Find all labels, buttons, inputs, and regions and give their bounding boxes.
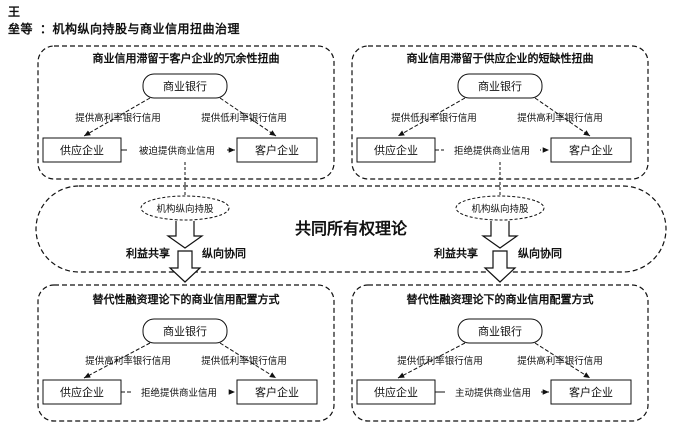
panel-bottom-left-bank-to-customer-arrow bbox=[219, 342, 277, 379]
panel-top-right-bank-to-customer-arrow bbox=[534, 97, 591, 137]
panel-bottom-right-customer-node bbox=[550, 379, 632, 405]
panel-bottom-right-supplier-node bbox=[356, 379, 436, 405]
right-down-arrow bbox=[483, 250, 517, 283]
panel-top-left-edge-label-bg bbox=[127, 143, 227, 157]
panel-bottom-left-customer-node bbox=[236, 379, 318, 405]
panel-top-left-supplier-node bbox=[42, 137, 122, 163]
panel-bottom-right-title: 替代性融资理论下的商业信用配置方式 bbox=[407, 292, 594, 306]
panel-bottom-left-supplier-to-customer-label: 拒绝提供商业信用 bbox=[141, 387, 217, 399]
right-flow: 机构纵向持股 利益共享 纵向协同 bbox=[434, 162, 562, 283]
panel-bottom-left-customer-label: 客户企业 bbox=[255, 385, 299, 399]
panel-top-left-customer-label: 客户企业 bbox=[255, 143, 299, 157]
panel-bottom-right: 替代性融资理论下的商业信用配置方式 商业银行 供应企业 客户企业 提供低利率银行… bbox=[351, 284, 649, 422]
panel-top-left-bank-to-customer-label: 提供低利率银行信用 bbox=[201, 112, 287, 124]
header-author: 王 垒等 bbox=[8, 5, 34, 36]
panel-bottom-right-bank-label: 商业银行 bbox=[478, 324, 522, 338]
page-header: 王 垒等 ：机构纵向持股与商业信用扭曲治理 bbox=[8, 3, 240, 37]
panel-top-left: 商业信用滞留于客户企业的冗余性扭曲 商业银行 供应企业 客户企业 提供高利率银行… bbox=[37, 45, 335, 180]
left-oval-node bbox=[140, 195, 230, 221]
panel-bottom-left-bank-node bbox=[142, 318, 228, 344]
panel-bottom-left-title: 替代性融资理论下的商业信用配置方式 bbox=[93, 292, 280, 306]
panel-top-left-bank-label: 商业银行 bbox=[163, 79, 207, 93]
center-theory-frame bbox=[35, 185, 667, 273]
panel-bottom-right-bank-to-supplier-arrow bbox=[397, 342, 466, 379]
panel-top-right-bank-node bbox=[457, 73, 543, 99]
panel-top-left-frame bbox=[37, 45, 335, 180]
panel-bottom-right-bank-node bbox=[457, 318, 543, 344]
panel-top-left-title: 商业信用滞留于客户企业的冗余性扭曲 bbox=[93, 51, 280, 65]
header-title: ：机构纵向持股与商业信用扭曲治理 bbox=[40, 22, 241, 36]
right-funnel-shape bbox=[481, 221, 519, 249]
panel-top-right-bank-to-supplier-arrow bbox=[397, 97, 466, 137]
panel-top-left-bank-to-customer-arrow bbox=[219, 97, 277, 137]
panel-top-left-bank-to-supplier-arrow bbox=[83, 97, 151, 137]
center-theory-band: 共同所有权理论 bbox=[35, 185, 667, 273]
right-oval-label: 机构纵向持股 bbox=[471, 203, 529, 215]
panel-bottom-left-frame bbox=[37, 284, 335, 422]
panel-bottom-right-bank-to-supplier-label: 提供低利率银行信用 bbox=[397, 355, 483, 367]
panel-bottom-right-supplier-to-customer-label: 主动提供商业信用 bbox=[455, 387, 531, 399]
panel-bottom-left-bank-to-customer-label: 提供低利率银行信用 bbox=[201, 355, 287, 367]
panel-top-left-customer-node bbox=[236, 137, 318, 163]
panel-top-right-bank-label: 商业银行 bbox=[478, 79, 522, 93]
panel-top-right-customer-label: 客户企业 bbox=[569, 143, 613, 157]
panel-top-left-supplier-to-customer-label: 被迫提供商业信用 bbox=[139, 145, 215, 157]
panel-top-right-supplier-label: 供应企业 bbox=[374, 143, 418, 157]
panel-bottom-left-bank-to-supplier-arrow bbox=[83, 342, 151, 379]
left-funnel-shape bbox=[166, 221, 204, 249]
panel-bottom-left: 替代性融资理论下的商业信用配置方式 商业银行 供应企业 客户企业 提供高利率银行… bbox=[37, 284, 335, 422]
panel-bottom-right-frame bbox=[351, 284, 649, 422]
panel-top-right: 商业信用滞留于供应企业的短缺性扭曲 商业银行 供应企业 客户企业 提供低利率银行… bbox=[351, 45, 649, 180]
panel-top-left-bank-node bbox=[142, 73, 228, 99]
panel-top-left-bank-to-supplier-label: 提供高利率银行信用 bbox=[75, 112, 161, 124]
panel-bottom-left-edge-label-bg bbox=[131, 385, 227, 399]
panel-top-right-supplier-to-customer-label: 拒绝提供商业信用 bbox=[454, 145, 530, 157]
panel-bottom-right-bank-to-customer-label: 提供高利率银行信用 bbox=[517, 355, 603, 367]
panel-bottom-left-supplier-node bbox=[42, 379, 122, 405]
panel-top-left-supplier-label: 供应企业 bbox=[60, 143, 104, 157]
left-flow: 机构纵向持股 利益共享 纵向协同 bbox=[126, 162, 246, 283]
panel-bottom-right-bank-to-customer-arrow bbox=[534, 342, 591, 379]
panel-bottom-right-supplier-label: 供应企业 bbox=[374, 385, 418, 399]
panel-top-right-title: 商业信用滞留于供应企业的短缺性扭曲 bbox=[407, 51, 594, 65]
left-down-arrow bbox=[168, 250, 202, 283]
right-synergy-label: 纵向协同 bbox=[518, 246, 562, 260]
panel-bottom-left-bank-to-supplier-label: 提供高利率银行信用 bbox=[85, 355, 171, 367]
panel-bottom-left-bank-label: 商业银行 bbox=[163, 324, 207, 338]
panel-top-right-customer-node bbox=[550, 137, 632, 163]
panel-bottom-right-edge-label-bg bbox=[445, 385, 541, 399]
panel-top-right-bank-to-customer-label: 提供高利率银行信用 bbox=[517, 112, 603, 124]
panel-bottom-left-supplier-label: 供应企业 bbox=[60, 385, 104, 399]
panel-bottom-right-customer-label: 客户企业 bbox=[569, 385, 613, 399]
left-benefit-label: 利益共享 bbox=[126, 246, 170, 260]
panel-top-right-supplier-node bbox=[356, 137, 436, 163]
center-theory-label: 共同所有权理论 bbox=[295, 219, 408, 238]
left-oval-label: 机构纵向持股 bbox=[156, 203, 214, 215]
left-synergy-label: 纵向协同 bbox=[202, 246, 246, 260]
right-oval-node bbox=[455, 195, 545, 221]
right-benefit-label: 利益共享 bbox=[434, 246, 478, 260]
panel-top-right-edge-label-bg bbox=[444, 143, 540, 157]
panel-top-right-bank-to-supplier-label: 提供低利率银行信用 bbox=[391, 112, 477, 124]
